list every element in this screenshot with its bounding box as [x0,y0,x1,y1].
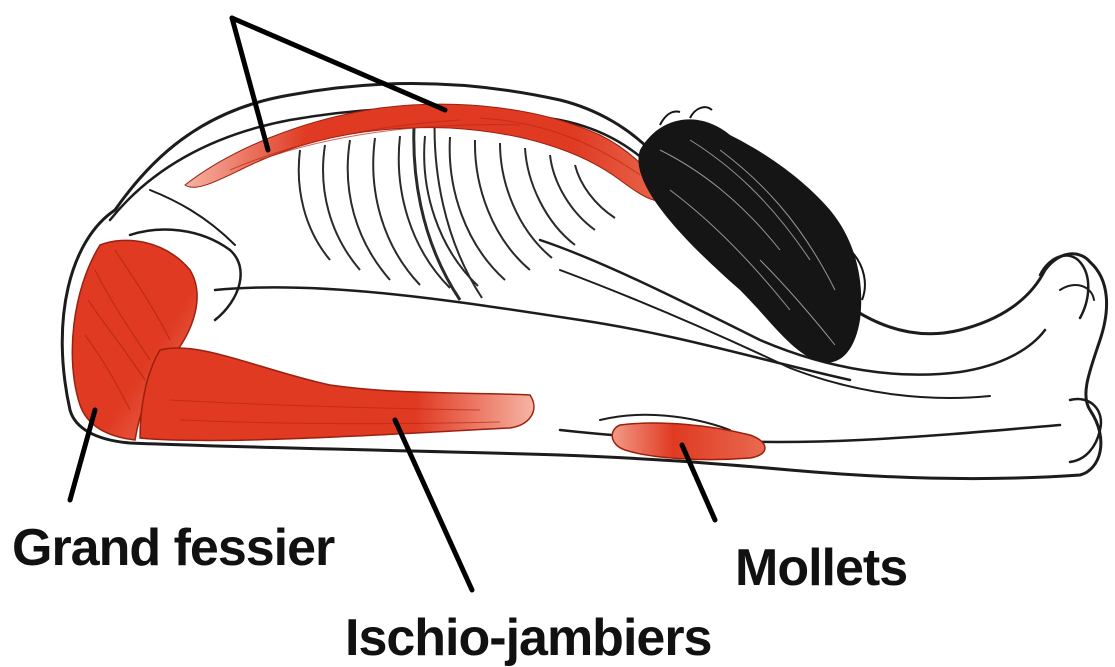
label-calves: Mollets [735,539,907,597]
label-hamstrings: Ischio-jambiers [345,609,711,667]
label-gluteus: Grand fessier [12,519,335,577]
